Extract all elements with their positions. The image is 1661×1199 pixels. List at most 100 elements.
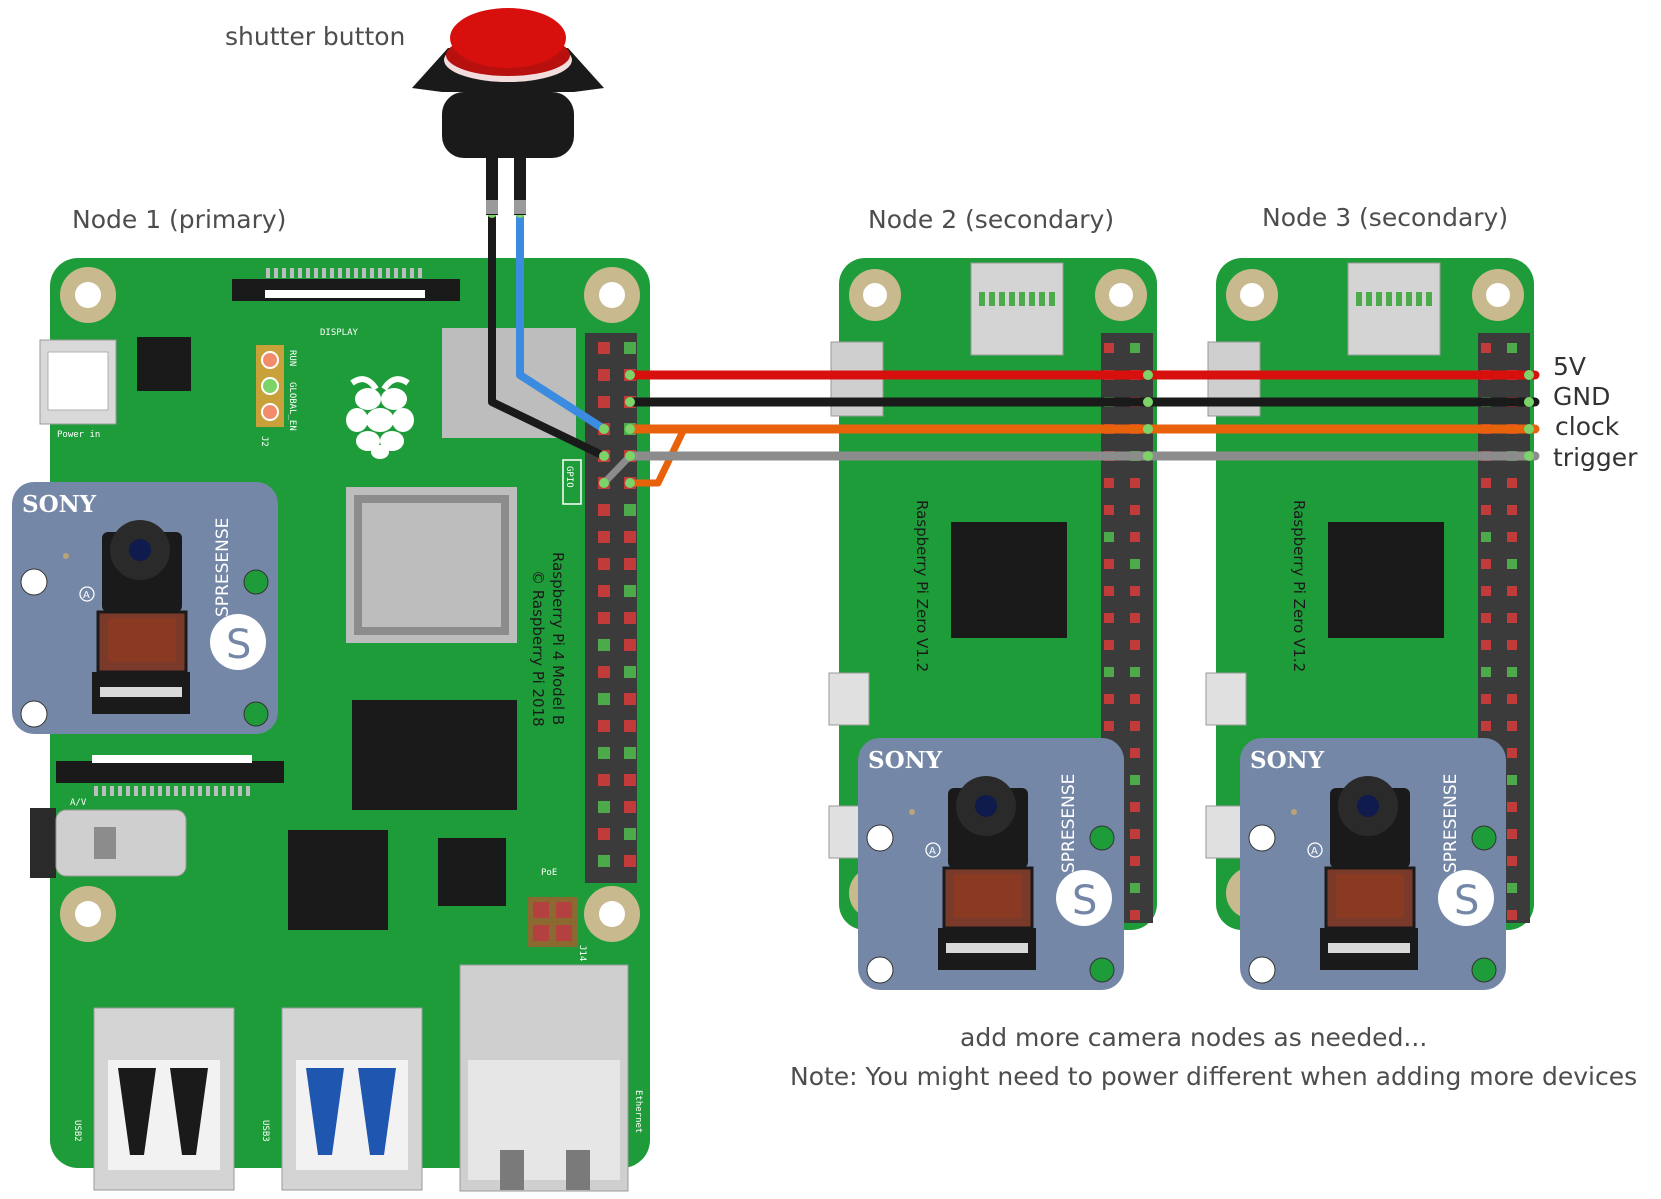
av-label: A/V <box>70 798 87 808</box>
mount-hole <box>1089 825 1115 851</box>
gpio-pin <box>624 585 636 597</box>
j14-label: J14 <box>577 945 587 961</box>
mount-hole <box>20 568 48 596</box>
sd-card-slot <box>1347 262 1441 356</box>
chip-small <box>137 337 191 391</box>
mount-hole <box>1248 956 1276 984</box>
spresense-label: SPRESENSE <box>1059 774 1079 873</box>
gpio-pin <box>1481 667 1491 677</box>
display-label: DISPLAY <box>320 328 359 338</box>
gpio-pin <box>598 504 610 516</box>
power-in-port: Power in <box>39 339 117 440</box>
gpio-pin <box>1130 640 1140 650</box>
shutter-button-label: shutter button <box>225 22 406 51</box>
gpio-pin <box>1130 667 1140 677</box>
gpio-pin <box>598 801 610 813</box>
mount-hole <box>866 824 894 852</box>
gpio-pin <box>624 531 636 543</box>
gpio-pin <box>1481 613 1491 623</box>
gpio-pin <box>1481 586 1491 596</box>
display-connector: DISPLAY <box>94 268 460 796</box>
pizero-model-label: Raspberry Pi Zero V1.2 <box>913 500 931 672</box>
gpio-label: GPIO <box>564 466 574 488</box>
ethernet-port: Ethernet <box>459 964 643 1192</box>
power-in-label: Power in <box>57 430 100 440</box>
gpio-label-box: GPIO <box>562 459 582 505</box>
ram-chip <box>352 700 517 810</box>
gpio-pin <box>624 720 636 732</box>
raspberry-pi-logo-icon <box>346 376 414 459</box>
gpio-pin <box>624 801 636 813</box>
gpio-pin <box>1507 667 1517 677</box>
gpio-pin <box>1507 748 1517 758</box>
gpio-header <box>585 333 637 883</box>
gpio-pin <box>1507 883 1517 893</box>
gpio-pin <box>1507 532 1517 542</box>
gpio-pin <box>1130 775 1140 785</box>
gpio-pin <box>598 342 610 354</box>
gpio-pin <box>1104 343 1114 353</box>
a-mark-label: A <box>83 590 90 601</box>
sd-card-slot <box>970 262 1064 356</box>
spresense-logo-letter: S <box>1072 878 1097 924</box>
gpio-pin <box>1481 640 1491 650</box>
node1-label: Node 1 (primary) <box>72 205 287 234</box>
gpio-pin <box>1104 640 1114 650</box>
gpio-pin <box>1130 613 1140 623</box>
gpio-pin <box>1130 802 1140 812</box>
gpio-pin <box>1507 613 1517 623</box>
gpio-pin <box>1130 748 1140 758</box>
gpio-pin <box>1507 343 1517 353</box>
gpio-pin <box>1481 478 1491 488</box>
mount-hole <box>1471 825 1497 851</box>
gpio-pin <box>598 612 610 624</box>
gpio-pin <box>1507 478 1517 488</box>
gpio-pin <box>598 369 610 381</box>
wire-button-signal <box>516 169 608 433</box>
micro-usb-port <box>1205 672 1247 726</box>
mount-hole <box>243 569 269 595</box>
av-jack: A/V <box>30 798 187 878</box>
note-line-1: add more camera nodes as needed... <box>960 1023 1428 1052</box>
mounting-holes <box>60 267 640 942</box>
gpio-pin <box>1507 856 1517 866</box>
gpio-pin <box>598 396 610 408</box>
spresense-logo-icon <box>210 614 266 670</box>
spresense-logo-icon <box>1438 870 1494 926</box>
gpio-pin <box>624 612 636 624</box>
gpio-pin <box>1130 532 1140 542</box>
pi4-model-label: Raspberry Pi 4 Model B <box>549 552 567 725</box>
gpio-pin <box>624 828 636 840</box>
run-label: RUN <box>287 350 297 366</box>
spresense-label: SPRESENSE <box>1441 774 1461 873</box>
gpio-pin <box>598 828 610 840</box>
gpio-pin <box>598 639 610 651</box>
gpio-pin <box>1104 559 1114 569</box>
poe-header: PoE J14 <box>528 868 587 961</box>
gpio-pin <box>598 774 610 786</box>
gpio-pin <box>624 639 636 651</box>
gpio-pin <box>1104 613 1114 623</box>
a-mark-label: A <box>1311 846 1318 857</box>
j2-header: RUN GLOBAL_EN J2 <box>256 345 297 447</box>
gpio-pin <box>1507 559 1517 569</box>
gpio-pin <box>624 666 636 678</box>
signal-trigger-label: trigger <box>1553 443 1638 472</box>
note-line-2: Note: You might need to power different … <box>790 1062 1638 1091</box>
mount-hole <box>1471 957 1497 983</box>
gpio-pin <box>1130 721 1140 731</box>
gpio-pin <box>1104 694 1114 704</box>
soc-chip <box>1328 522 1444 638</box>
wires <box>488 169 1540 487</box>
gpio-pin <box>624 558 636 570</box>
soc-chip <box>951 522 1067 638</box>
sony-brand-label: SONY <box>868 747 943 774</box>
gpio-pin <box>598 666 610 678</box>
gpio-pin <box>598 585 610 597</box>
mount-hole <box>1248 824 1276 852</box>
spresense-logo-letter: S <box>226 622 251 668</box>
spresense-logo-letter: S <box>1454 878 1479 924</box>
gpio-pin <box>1130 343 1140 353</box>
